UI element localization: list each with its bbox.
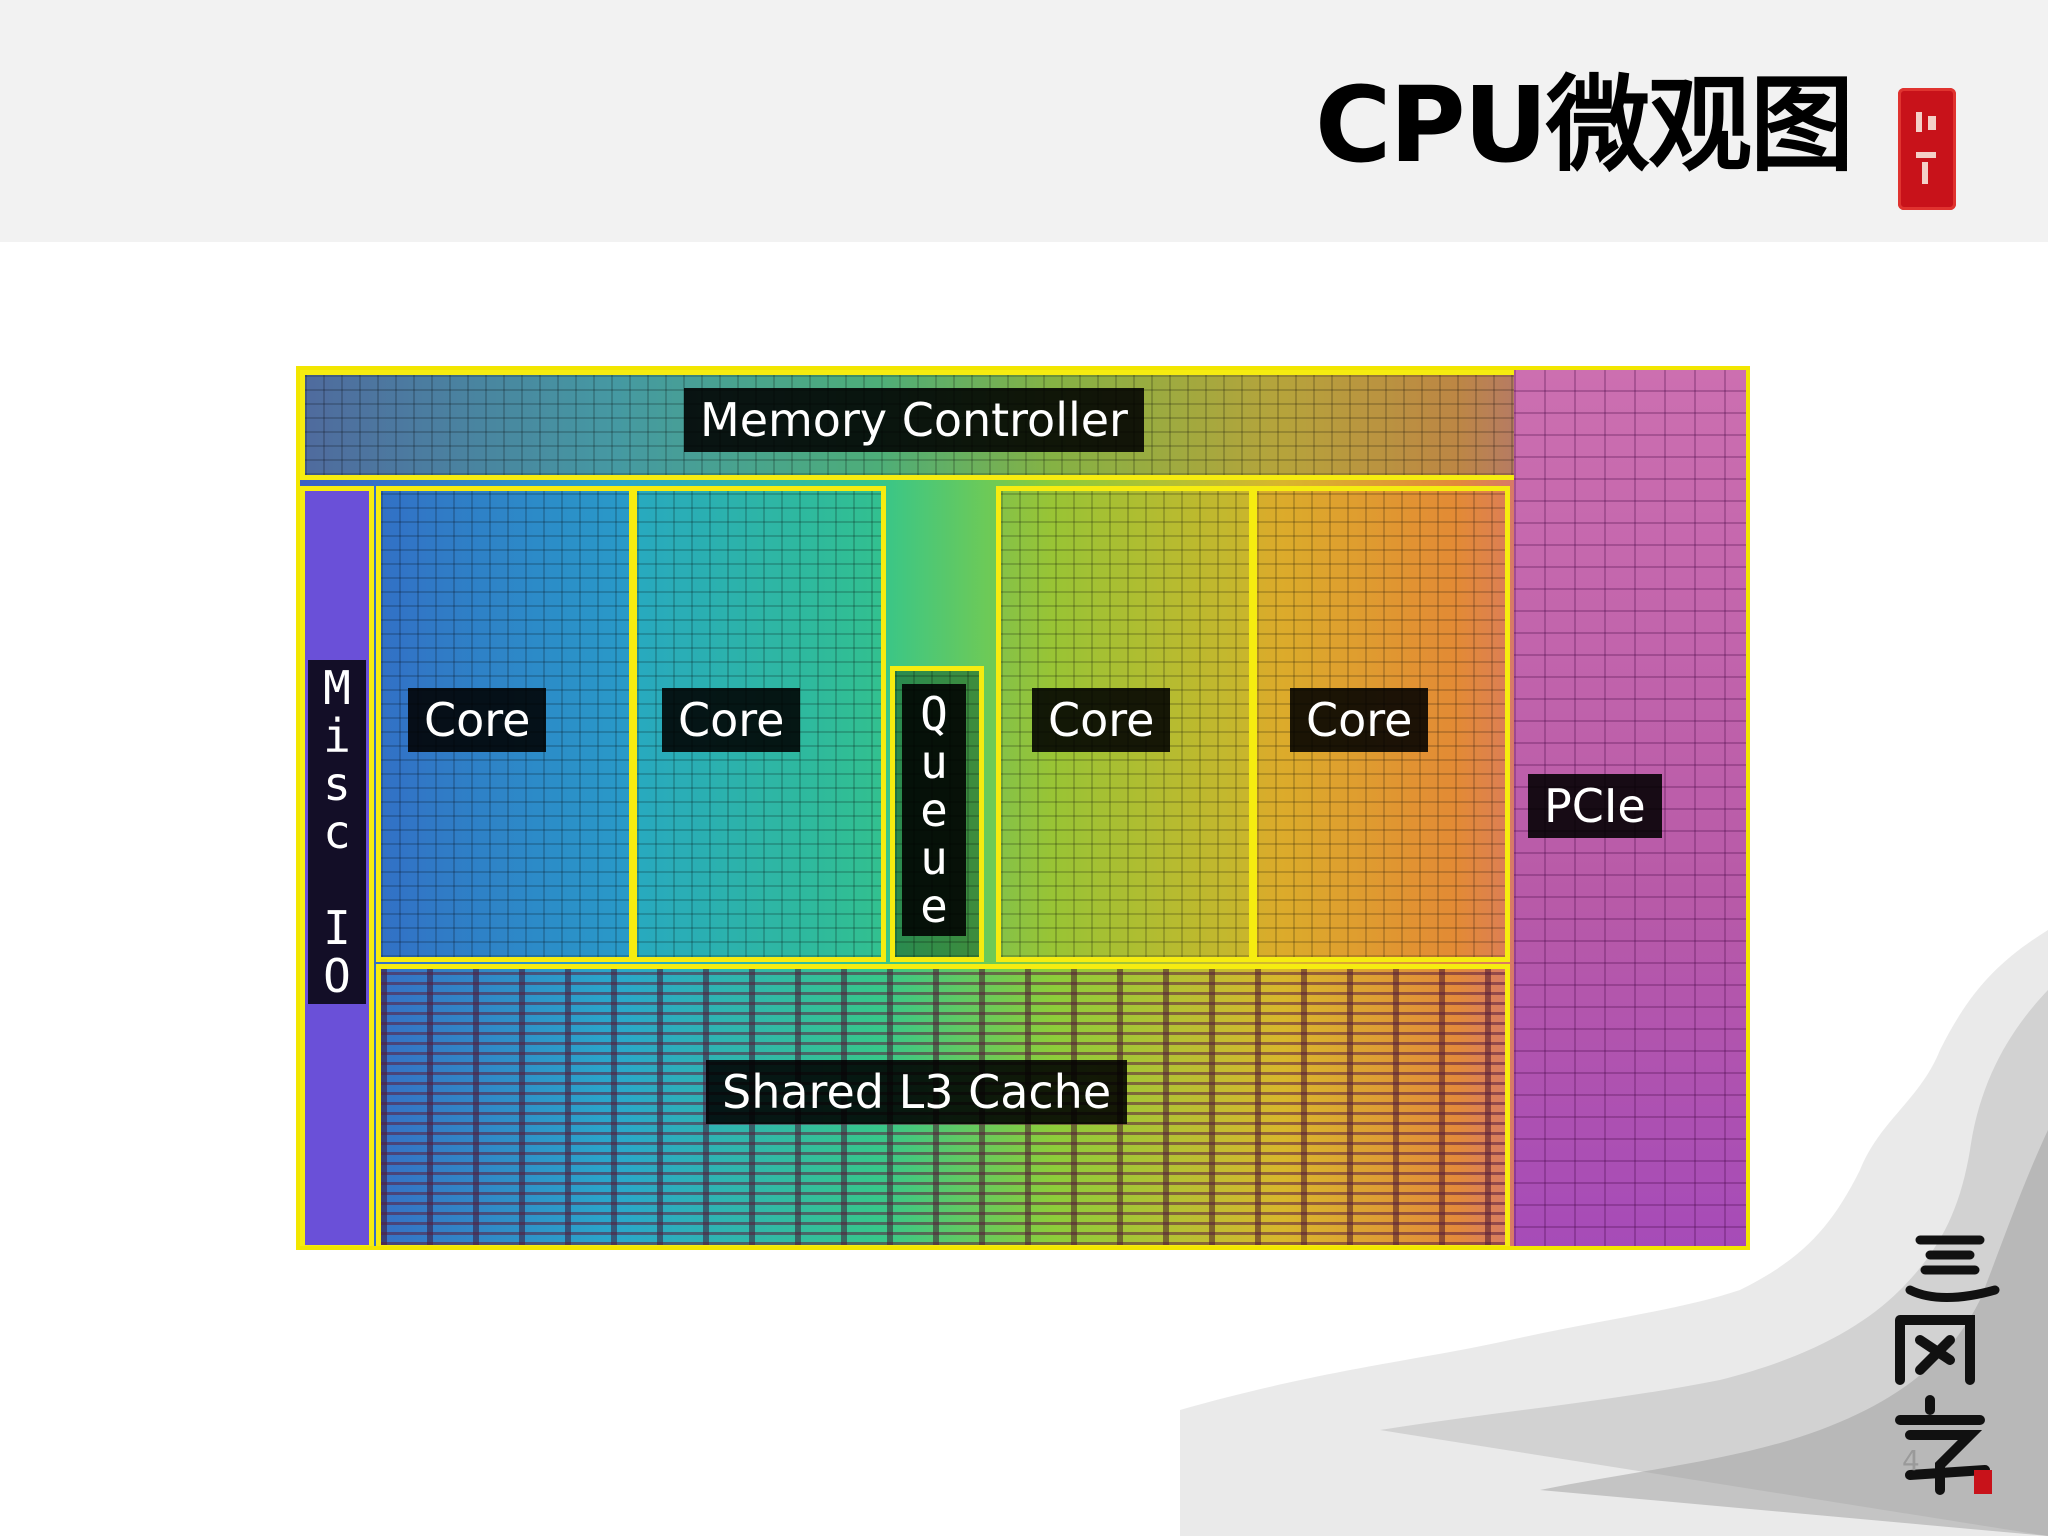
misc-io-char: c (323, 805, 351, 859)
core-region-1 (376, 486, 634, 962)
l3-cache-label: Shared L3 Cache (706, 1060, 1128, 1124)
header-band (0, 0, 2048, 242)
misc-io-char: M (323, 661, 351, 715)
misc-io-char: i (323, 709, 351, 763)
cpu-die-diagram: Memory Controller Core Core Core Core PC… (296, 366, 1750, 1250)
calligraphy-signature-icon (1895, 1235, 2000, 1495)
pcie-label: PCIe (1528, 774, 1662, 838)
core-label-3: Core (1032, 688, 1171, 752)
page-number: 4 (1902, 1444, 1920, 1477)
queue-char: e (920, 783, 948, 837)
queue-char: e (920, 879, 948, 933)
core-label-1: Core (408, 688, 547, 752)
queue-char: u (920, 735, 948, 789)
misc-io-char: I (323, 901, 351, 955)
core-label-4: Core (1290, 688, 1429, 752)
slide-title: CPU微观图 (1315, 64, 1854, 186)
queue-label: Q u e u e (902, 684, 966, 936)
queue-char: Q (920, 687, 948, 741)
queue-char: u (920, 831, 948, 885)
misc-io-label: M i s c I O (308, 660, 366, 1004)
misc-io-char (308, 856, 366, 904)
core-label-2: Core (662, 688, 801, 752)
red-seal-icon (1898, 88, 1956, 210)
misc-io-char: s (323, 757, 351, 811)
misc-io-char: O (323, 949, 351, 1003)
memory-controller-label: Memory Controller (684, 388, 1144, 452)
